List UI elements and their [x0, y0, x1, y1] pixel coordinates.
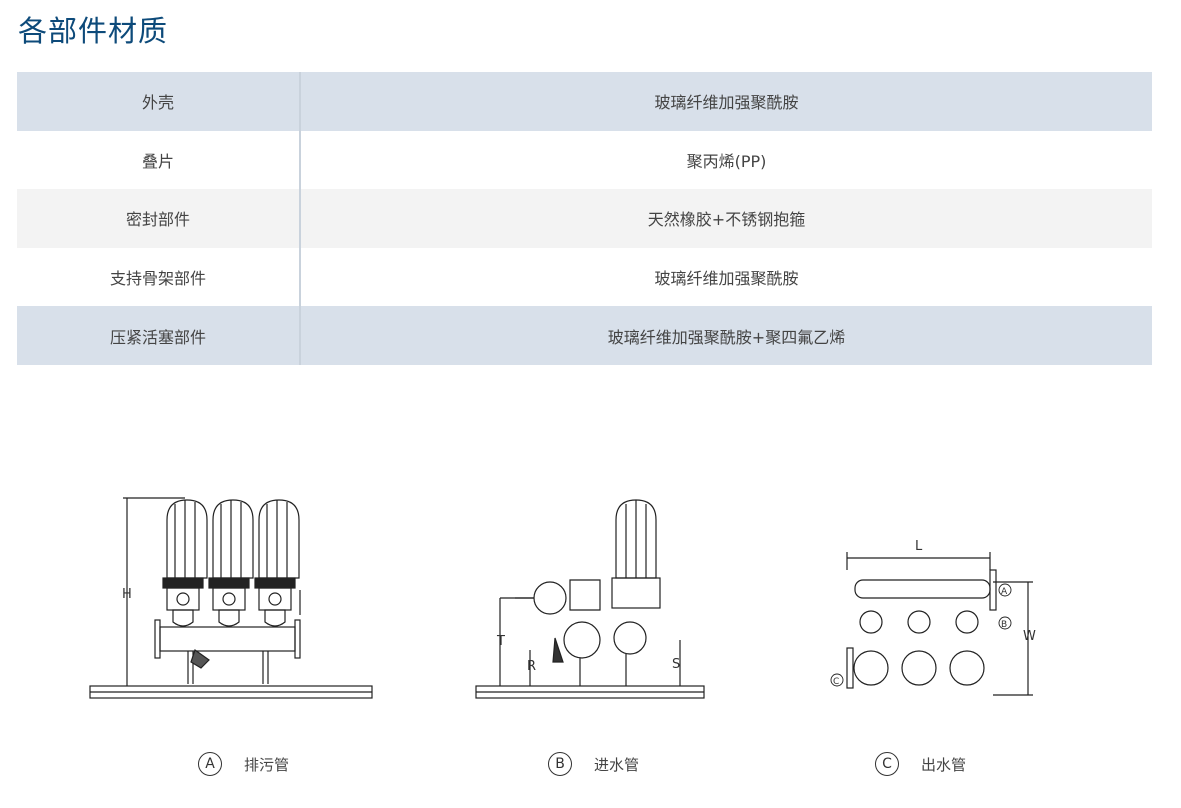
material-cell: 玻璃纤维加强聚酰胺 — [654, 269, 799, 289]
material-cell: 玻璃纤维加强聚酰胺+聚四氟乙烯 — [607, 327, 846, 347]
filter-side-inlet-diagram: T R S — [475, 499, 705, 699]
dim-w-label: W — [1023, 629, 1036, 644]
legend-label: 出水管 — [921, 755, 967, 774]
part-cell: 叠片 — [17, 130, 301, 190]
material-cell: 天然橡胶+不锈钢抱箍 — [647, 210, 806, 230]
material-cell: 玻璃纤维加强聚酰胺 — [654, 93, 799, 113]
materials-table: 外壳玻璃纤维加强聚酰胺 叠片聚丙烯(PP) 密封部件天然橡胶+不锈钢抱箍 支持骨… — [17, 72, 1152, 365]
filter-front-diagram: H — [89, 497, 373, 699]
table-row: 支持骨架部件 玻璃纤维加强聚酰胺 — [17, 247, 1152, 307]
table-row: 密封部件 天然橡胶+不锈钢抱箍 — [17, 189, 1152, 248]
legend-item-inlet: B 进水管 — [548, 752, 639, 776]
mark-a-label: A — [1001, 587, 1008, 597]
legend-label: 排污管 — [244, 755, 290, 774]
table-row: 叠片 聚丙烯(PP) — [17, 130, 1152, 190]
legend-letter-badge: C — [875, 752, 899, 776]
legend-item-outlet: C 出水管 — [875, 752, 966, 776]
table-row: 外壳 玻璃纤维加强聚酰胺 — [17, 72, 1152, 131]
part-cell: 支持骨架部件 — [17, 247, 301, 307]
dim-r-label: R — [527, 659, 536, 674]
part-cell: 密封部件 — [17, 189, 301, 248]
filter-top-diagram: L W A B C — [830, 539, 1036, 696]
part-cell: 外壳 — [17, 72, 301, 131]
legend-label: 进水管 — [594, 755, 640, 774]
material-cell: 聚丙烯(PP) — [686, 151, 767, 171]
dim-l-label: L — [915, 539, 923, 554]
legend-letter-badge: B — [548, 752, 572, 776]
mark-c-label: C — [833, 677, 839, 687]
legend-item-drain: A 排污管 — [198, 752, 289, 776]
table-row: 压紧活塞部件 玻璃纤维加强聚酰胺+聚四氟乙烯 — [17, 306, 1152, 365]
page-title: 各部件材质 — [18, 14, 169, 48]
dim-h-label: H — [122, 587, 132, 602]
part-cell: 压紧活塞部件 — [17, 306, 301, 365]
mark-b-label: B — [1001, 620, 1007, 630]
legend-letter-badge: A — [198, 752, 222, 776]
dim-s-label: S — [672, 657, 680, 672]
dim-t-label: T — [496, 634, 505, 649]
